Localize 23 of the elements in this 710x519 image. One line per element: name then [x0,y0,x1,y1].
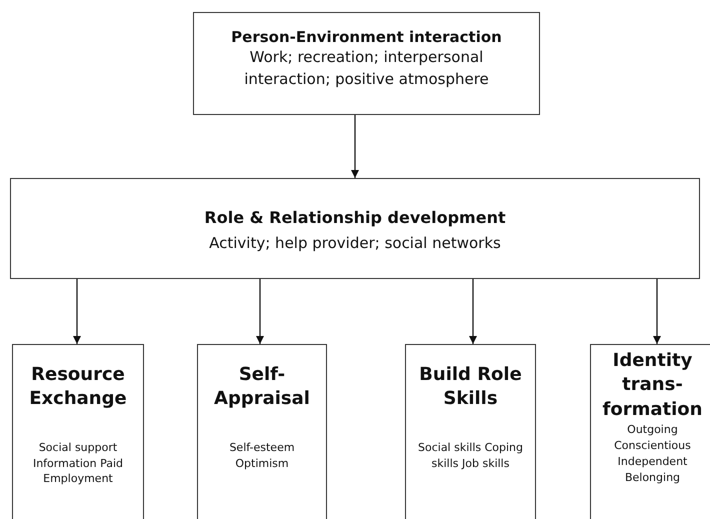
box-description: Self-esteem Optimism [228,440,296,472]
box-description: Activity; help provider; social networks [208,232,502,254]
process-box [590,344,710,519]
process-box [197,344,327,519]
box-description: Outgoing Conscientious Independent Belonging [613,422,692,486]
box-heading: Identity trans-formation [602,349,704,422]
box-heading: Resource Exchange [28,363,128,412]
box-description: Work; recreation; interpersonal interaction; positive atmosphere [243,47,490,90]
arrow [256,279,264,344]
arrow [653,279,661,344]
box-heading: Build Role Skills [418,363,523,412]
process-box [193,12,540,115]
arrow [351,115,359,178]
process-box [10,178,700,279]
arrow [469,279,477,344]
box-heading: Person-Environment interaction [231,27,502,48]
process-box [405,344,536,519]
process-box [12,344,144,519]
box-heading: Self-Appraisal [213,363,311,412]
arrow [73,279,81,344]
box-description: Social skills Coping skills Job skills [418,440,523,472]
box-heading: Role & Relationship development [204,207,506,229]
box-description: Social support Information Paid Employment [32,440,124,488]
